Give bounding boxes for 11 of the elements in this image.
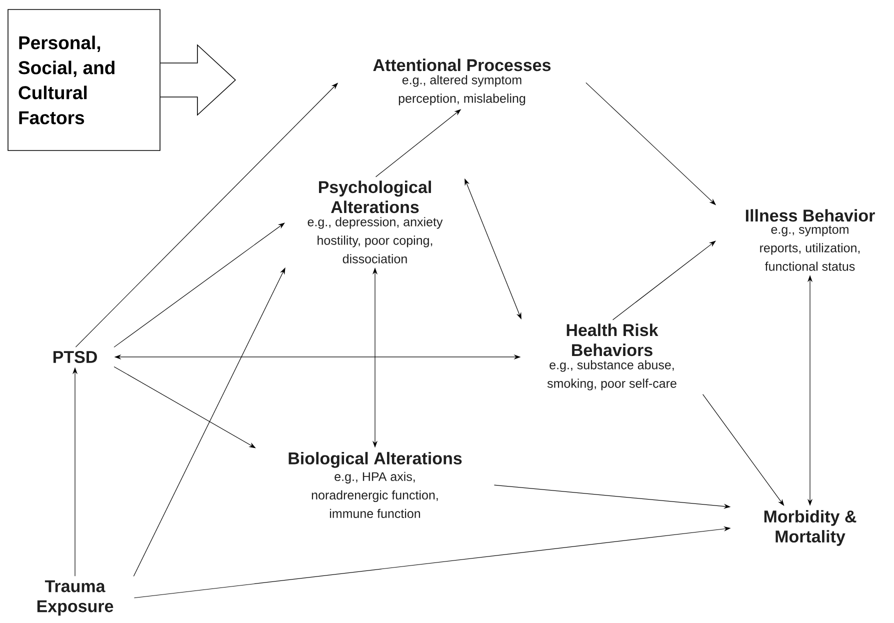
factor-box: Personal, Social, and Cultural Factors: [8, 9, 160, 151]
concept-label: Trauma Exposure: [37, 580, 114, 616]
arrow: [114, 222, 285, 348]
concept-label: Illness Behavior e.g., symptom reports, utilization, functional status: [746, 209, 875, 271]
concept-label: Psychological Alterations e.g., depression, anxiety hostility, poor coping, dissociation: [308, 180, 443, 264]
concept-label: Morbidity & Mortality: [764, 510, 856, 546]
concept-label: PTSD: [53, 350, 97, 363]
concept-label: Health Risk Behaviors e.g., substance abuse, smoking, poor self-care: [547, 324, 676, 390]
arrow: [612, 240, 716, 320]
concept-label: Biological Alterations e.g., HPA axis, noradrenergic function, immune function: [288, 452, 462, 518]
concept-label: Attentional Processes e.g., altered symptom perception, mislabeling: [373, 58, 551, 106]
